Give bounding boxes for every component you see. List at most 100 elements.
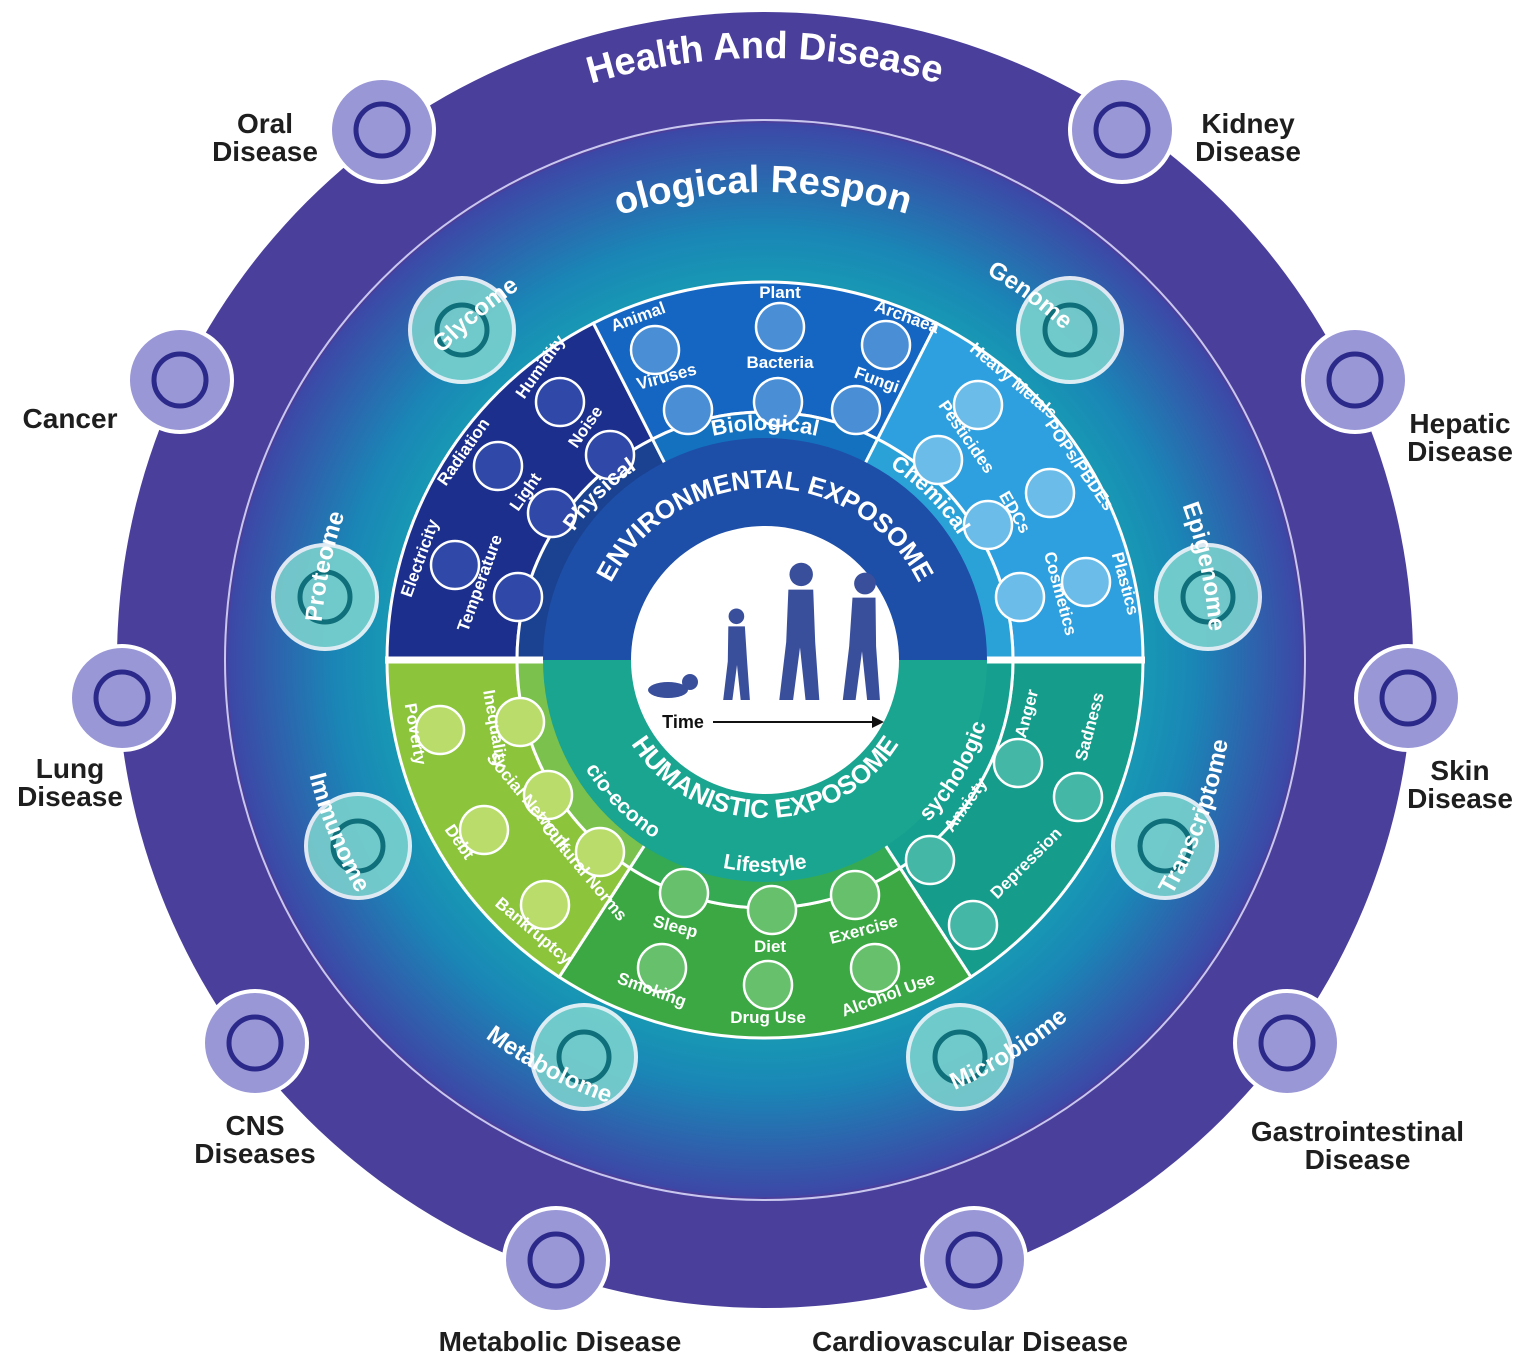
socio-item-icon — [519, 879, 571, 931]
item-icon-circle — [429, 539, 481, 591]
item-icon-circle — [1052, 771, 1104, 823]
item-icon-circle — [636, 942, 688, 994]
ome-badge — [1154, 543, 1262, 651]
ring-divider — [224, 119, 1306, 1201]
silhouette-body — [779, 589, 820, 700]
chemical-item-icon — [952, 379, 1004, 431]
item-icon-circle — [904, 834, 956, 886]
item-icon-circle — [912, 434, 964, 486]
item-icon-circle — [754, 301, 806, 353]
dna-helix-icon — [1016, 276, 1124, 384]
intestine-icon — [1233, 989, 1341, 1097]
disease-badge — [1354, 644, 1462, 752]
item-icon-circle — [519, 879, 571, 931]
disease-badge — [1068, 76, 1176, 184]
socio-item-icon — [458, 804, 510, 856]
item-icon-circle — [746, 884, 798, 936]
human-silhouette — [779, 562, 820, 700]
disease-badge — [1301, 326, 1409, 434]
lifestyle-item-icon — [658, 867, 710, 919]
scale-drop-icon — [502, 1206, 610, 1314]
silhouette-head — [728, 608, 745, 625]
item-icon-circle — [526, 487, 578, 539]
human-silhouette — [723, 608, 750, 700]
lifestyle-item-label: Drug Use — [730, 1008, 806, 1027]
ome-badge — [530, 1003, 638, 1111]
tooth-icon — [328, 76, 436, 184]
chemical-item-icon — [1060, 556, 1112, 608]
badge-glyph — [1326, 351, 1384, 409]
ome-badge — [1016, 276, 1124, 384]
disease-label-cardiovascular: Cardiovascular Disease — [812, 1326, 1128, 1357]
psych-item-icon — [1052, 771, 1104, 823]
psych-item-icon — [947, 899, 999, 951]
disease-badge — [502, 1206, 610, 1314]
microbe-icon — [906, 1003, 1014, 1111]
rna-icon — [1111, 792, 1219, 900]
heart-icon — [920, 1206, 1028, 1314]
disease-badge — [920, 1206, 1028, 1314]
biological-item-label: Plant — [759, 283, 801, 302]
physical-item-icon — [429, 539, 481, 591]
silhouette-body — [842, 597, 880, 700]
ome-glyph — [434, 302, 490, 358]
physical-item-icon — [492, 571, 544, 623]
lifestyle-item-icon — [636, 942, 688, 994]
item-icon-circle — [860, 319, 912, 371]
glycan-icon — [408, 276, 516, 384]
lifestyle-title: Lifestyle — [722, 850, 808, 877]
disease-badge — [201, 989, 309, 1097]
item-icon-circle — [1060, 556, 1112, 608]
cancer-cell-icon — [126, 326, 234, 434]
badge-glyph — [1379, 669, 1437, 727]
humanistic-band — [543, 660, 987, 882]
ome-badge — [1111, 792, 1219, 900]
immune-icon — [304, 792, 412, 900]
socio-item-icon — [522, 769, 574, 821]
lifestyle-item-icon — [746, 884, 798, 936]
item-icon-circle — [849, 942, 901, 994]
socio-item-icon — [414, 704, 466, 756]
human-silhouette — [842, 572, 880, 700]
item-icon-circle — [492, 571, 544, 623]
item-icon-circle — [414, 704, 466, 756]
item-icon-circle — [472, 440, 524, 492]
chemical-item-icon — [912, 434, 964, 486]
item-icon-circle — [952, 379, 1004, 431]
disease-badge — [126, 326, 234, 434]
item-icon-circle — [522, 769, 574, 821]
brain-icon — [201, 989, 309, 1097]
item-icon-circle — [752, 376, 804, 428]
badge-glyph — [1258, 1014, 1316, 1072]
badge-glyph — [527, 1231, 585, 1289]
item-icon-circle — [829, 869, 881, 921]
badge-glyph — [1093, 101, 1151, 159]
item-icon-circle — [629, 324, 681, 376]
ome-glyph — [1180, 569, 1236, 625]
ome-glyph — [1042, 302, 1098, 358]
biological-item-icon — [752, 376, 804, 428]
disease-label-metabolic: Metabolic Disease — [438, 1326, 682, 1357]
ome-glyph — [1137, 818, 1193, 874]
item-icon-circle — [662, 384, 714, 436]
physical-item-icon — [526, 487, 578, 539]
time-label: Time — [662, 712, 704, 732]
network-icon — [530, 1003, 638, 1111]
item-icon-circle — [962, 499, 1014, 551]
biological-item-label: Bacteria — [746, 353, 814, 372]
silhouette-head — [854, 572, 876, 595]
badge-glyph — [353, 101, 411, 159]
chemical-item-icon — [1024, 467, 1076, 519]
center-disc — [631, 526, 899, 794]
badge-glyph — [945, 1231, 1003, 1289]
ome-badge — [408, 276, 516, 384]
socio-item-icon — [494, 696, 546, 748]
ome-glyph — [297, 569, 353, 625]
